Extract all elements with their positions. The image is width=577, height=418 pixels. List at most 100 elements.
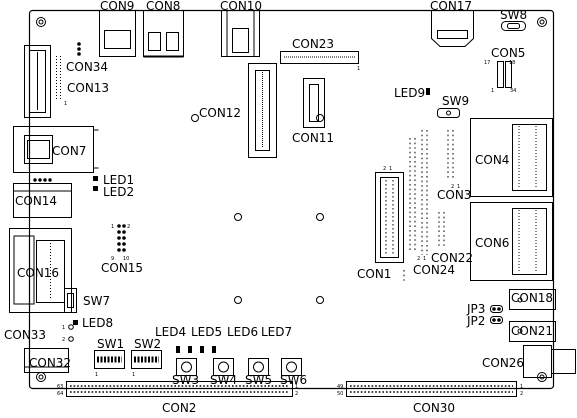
con12-connector — [248, 63, 277, 158]
led4-label: LED4 — [155, 325, 186, 339]
con34-connector — [24, 45, 51, 118]
con14-connector — [13, 178, 72, 218]
sw9-switch — [437, 108, 460, 118]
led7-indicator — [212, 346, 216, 353]
con7-connector — [13, 126, 99, 173]
con33-label: CON33 — [4, 328, 46, 342]
labels: CON9 CON8 CON10 CON17 SW8 CON23 CON5 CON… — [4, 0, 553, 415]
con17-label: CON17 — [430, 0, 472, 13]
con10-connector — [221, 10, 260, 57]
sw5-button — [248, 358, 269, 376]
con15-pin-1: 1 — [111, 224, 114, 230]
sw8-label: SW8 — [500, 8, 527, 22]
con1-pin-2: 2 — [383, 166, 386, 172]
pin-columns-con3-con24 — [403, 130, 454, 282]
con30-pin-50: 50 — [337, 391, 343, 397]
con6-label: CON6 — [475, 236, 509, 250]
sw4-label: SW4 — [210, 373, 237, 387]
led6-indicator — [200, 346, 204, 353]
led6-label: LED6 — [227, 325, 258, 339]
pcb-outline — [28, 9, 555, 390]
con24-label: CON24 — [413, 263, 455, 277]
con8-connector — [143, 10, 184, 58]
sw2-pin-1: 1 — [132, 372, 135, 378]
led9-label: LED9 — [394, 86, 425, 100]
sw8-switch — [501, 21, 526, 31]
sw6-label: SW6 — [280, 373, 307, 387]
con26-label: CON26 — [482, 356, 524, 370]
con34-label: CON34 — [66, 60, 108, 74]
con3-pin-2: 2 — [451, 184, 454, 190]
con17-connector — [431, 10, 474, 47]
con32-label: CON32 — [29, 356, 71, 370]
con2-pin-64: 64 — [57, 391, 63, 397]
con1-label: CON1 — [357, 267, 391, 281]
con5-label: CON5 — [491, 46, 525, 60]
led8-label: LED8 — [82, 316, 113, 330]
con4-label: CON4 — [475, 153, 509, 167]
con10-label: CON10 — [220, 0, 262, 13]
con13-pin-1: 1 — [64, 101, 67, 107]
sw2-dip-switch — [131, 350, 162, 369]
con33-pins — [68, 324, 74, 342]
sw7-switch — [64, 288, 77, 313]
sw1-dip-switch — [94, 350, 125, 369]
con13-label: CON13 — [67, 81, 109, 95]
con5-pin-34: 34 — [510, 88, 516, 94]
pin-labels: 17 18 1 34 1 1 1 2 9 10 2 1 2 1 2 1 1 2 … — [57, 60, 523, 397]
con18-label: CON18 — [511, 291, 553, 305]
led2-indicator — [93, 186, 98, 191]
con12-label: CON12 — [199, 106, 241, 120]
con6-connector — [470, 202, 553, 281]
sw9-label: SW9 — [442, 94, 469, 108]
con18-connector — [509, 289, 556, 310]
con1-connector — [375, 172, 404, 263]
con14-label: CON14 — [15, 194, 57, 208]
led8-indicator — [73, 320, 78, 325]
led9-indicator — [426, 88, 430, 95]
sw6-button — [281, 358, 302, 376]
con13-pins — [56, 56, 61, 100]
sw2-label: SW2 — [134, 337, 161, 351]
sw3-label: SW3 — [172, 373, 199, 387]
jp2-jumper — [490, 316, 503, 324]
con2-header — [66, 381, 293, 397]
con23-pin-1: 1 — [357, 66, 360, 72]
con33-pin-1: 1 — [62, 325, 65, 331]
sw7-label: SW7 — [83, 294, 110, 308]
led5-indicator — [188, 346, 192, 353]
con32-connector — [24, 348, 69, 373]
sw3-button — [176, 358, 197, 376]
con11-label: CON11 — [292, 131, 334, 145]
con15-pin-10: 10 — [123, 256, 129, 262]
con33-pin-2: 2 — [62, 337, 65, 343]
con2-label: CON2 — [162, 401, 196, 415]
con3-pin-1: 1 — [457, 184, 460, 190]
con22-label: CON22 — [431, 251, 473, 265]
led7-label: LED7 — [261, 325, 292, 339]
con5-pin-18: 18 — [509, 60, 515, 66]
con30-pin-1: 1 — [520, 384, 523, 390]
con23-connector — [280, 51, 359, 64]
con34-pins — [77, 42, 81, 56]
con15-label: CON15 — [101, 261, 143, 275]
sw4-button — [213, 358, 234, 376]
con15-pin-9: 9 — [111, 256, 114, 262]
con3-label: CON3 — [437, 188, 471, 202]
jp3-jumper — [490, 305, 503, 313]
con4-connector — [470, 118, 553, 197]
con15-pin-2: 2 — [127, 224, 130, 230]
con7-label: CON7 — [52, 144, 86, 158]
con26-connector — [523, 345, 576, 378]
con21-label: CON21 — [511, 324, 553, 338]
led4-indicator — [176, 346, 180, 353]
con9-label: CON9 — [100, 0, 134, 13]
con16-label: CON16 — [17, 266, 59, 280]
con11-connector — [303, 78, 325, 128]
con2-pin-63: 63 — [57, 384, 63, 390]
con8-label: CON8 — [146, 0, 180, 13]
sw1-pin-1: 1 — [95, 372, 98, 378]
led5-label: LED5 — [191, 325, 222, 339]
con5-connector — [497, 61, 512, 88]
